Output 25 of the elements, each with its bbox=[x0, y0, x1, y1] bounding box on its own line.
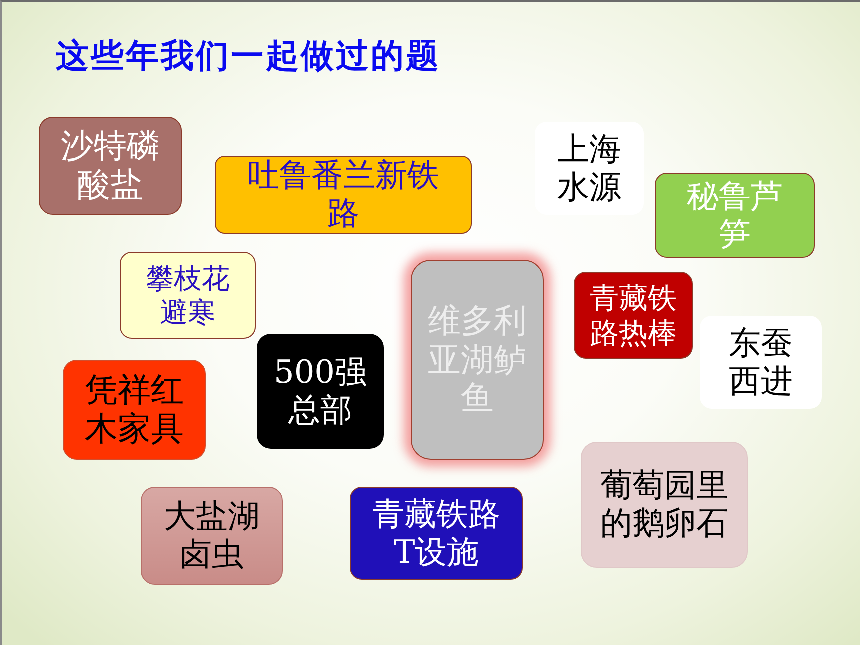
topic-card bbox=[215, 156, 472, 234]
topic-card bbox=[63, 360, 206, 460]
topic-card bbox=[655, 173, 815, 258]
topic-text: 大盐湖卤虫 bbox=[162, 498, 261, 574]
topic-text: 上海水源 bbox=[556, 130, 622, 206]
topic-card bbox=[141, 487, 283, 585]
topic-card bbox=[120, 252, 256, 339]
topic-text: 青藏铁路T设施 bbox=[371, 496, 502, 572]
topic-text: 秘鲁芦笋 bbox=[686, 178, 784, 254]
topic-text: 吐鲁番兰新铁路 bbox=[246, 157, 440, 233]
topic-card bbox=[257, 334, 384, 449]
slide-title: 这些年我们一起做过的题 bbox=[56, 35, 441, 77]
topic-text: 青藏铁路热棒 bbox=[588, 281, 678, 350]
topic-card bbox=[411, 260, 544, 460]
topic-text: 沙特磷酸盐 bbox=[60, 127, 161, 205]
topic-card bbox=[350, 487, 523, 580]
topic-card bbox=[574, 272, 693, 359]
topic-text: 葡萄园里的鹅卵石 bbox=[599, 467, 730, 543]
topic-card bbox=[39, 117, 182, 215]
topic-text: 500强总部 bbox=[272, 354, 368, 430]
topic-text: 攀枝花避寒 bbox=[145, 262, 231, 329]
topic-card bbox=[700, 316, 822, 409]
topic-card bbox=[581, 442, 748, 568]
topic-text: 凭祥红木家具 bbox=[84, 371, 185, 449]
topic-text: 东蚕西进 bbox=[728, 324, 794, 400]
